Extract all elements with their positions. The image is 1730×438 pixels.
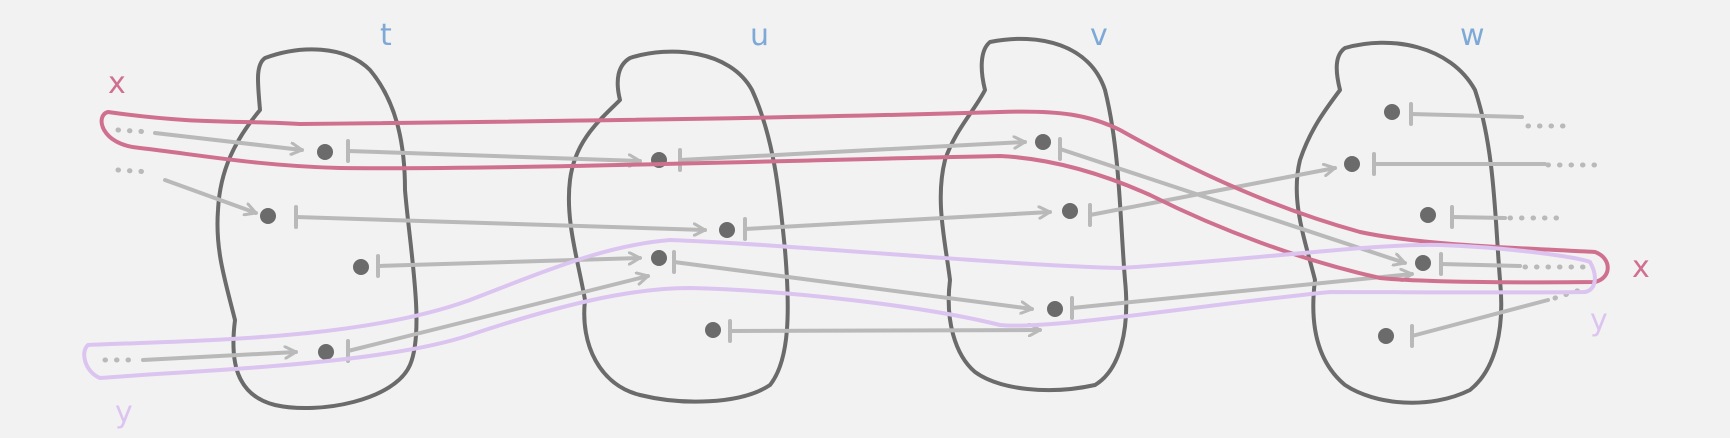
incoming-stub bbox=[115, 127, 153, 135]
set-label-w: w bbox=[1460, 18, 1485, 53]
element-dot bbox=[1415, 255, 1431, 271]
set-label-t: t bbox=[380, 18, 392, 53]
element-dot bbox=[651, 250, 667, 266]
set-label-v: v bbox=[1090, 18, 1108, 53]
set-label-u: u bbox=[750, 18, 769, 53]
set-v: v bbox=[938, 18, 1129, 393]
arrow bbox=[1450, 215, 1507, 220]
arrow bbox=[1058, 147, 1407, 263]
arrows bbox=[141, 102, 1550, 363]
arrow bbox=[346, 149, 642, 161]
arrow bbox=[294, 215, 707, 230]
incoming-stubs bbox=[102, 127, 153, 363]
path-x-end-label: x bbox=[1632, 250, 1650, 285]
arrow bbox=[1410, 298, 1550, 338]
arrow bbox=[1088, 168, 1337, 217]
arrow bbox=[141, 352, 298, 362]
arrow bbox=[1409, 112, 1524, 119]
element-dot bbox=[1035, 134, 1051, 150]
arrow bbox=[678, 142, 1027, 162]
arrow bbox=[1439, 262, 1522, 268]
element-dot bbox=[1384, 104, 1400, 120]
set-u: u bbox=[566, 18, 790, 404]
path-y: y y bbox=[82, 238, 1608, 430]
set-w: w bbox=[1294, 18, 1504, 405]
path-y-end-label: y bbox=[1590, 303, 1608, 338]
path-y-start-label: y bbox=[115, 395, 133, 430]
arrow bbox=[376, 258, 642, 268]
element-dot bbox=[705, 322, 721, 338]
element-dot bbox=[719, 222, 735, 238]
element-dot bbox=[317, 144, 333, 160]
path-x-start-label: x bbox=[108, 66, 126, 101]
arrow bbox=[728, 330, 1042, 331]
arrow bbox=[743, 212, 1052, 231]
arrow bbox=[1070, 274, 1414, 310]
arrow bbox=[153, 131, 304, 150]
arrow bbox=[163, 178, 258, 213]
set-v-outline bbox=[938, 36, 1129, 393]
element-dot bbox=[318, 344, 334, 360]
element-dot bbox=[1062, 203, 1078, 219]
arrow bbox=[672, 260, 1034, 309]
element-dot bbox=[1047, 301, 1063, 317]
element-dot bbox=[353, 259, 369, 275]
set-t-outline bbox=[215, 47, 419, 410]
outgoing-stubs bbox=[1507, 123, 1599, 301]
elements bbox=[260, 104, 1436, 360]
element-dot bbox=[260, 208, 276, 224]
incoming-stub bbox=[115, 167, 153, 175]
set-t: t bbox=[215, 18, 419, 410]
path-y-outline bbox=[82, 238, 1597, 380]
element-dot bbox=[1420, 207, 1436, 223]
element-dot bbox=[1344, 156, 1360, 172]
element-dot bbox=[1378, 328, 1394, 344]
arrow bbox=[346, 276, 650, 353]
